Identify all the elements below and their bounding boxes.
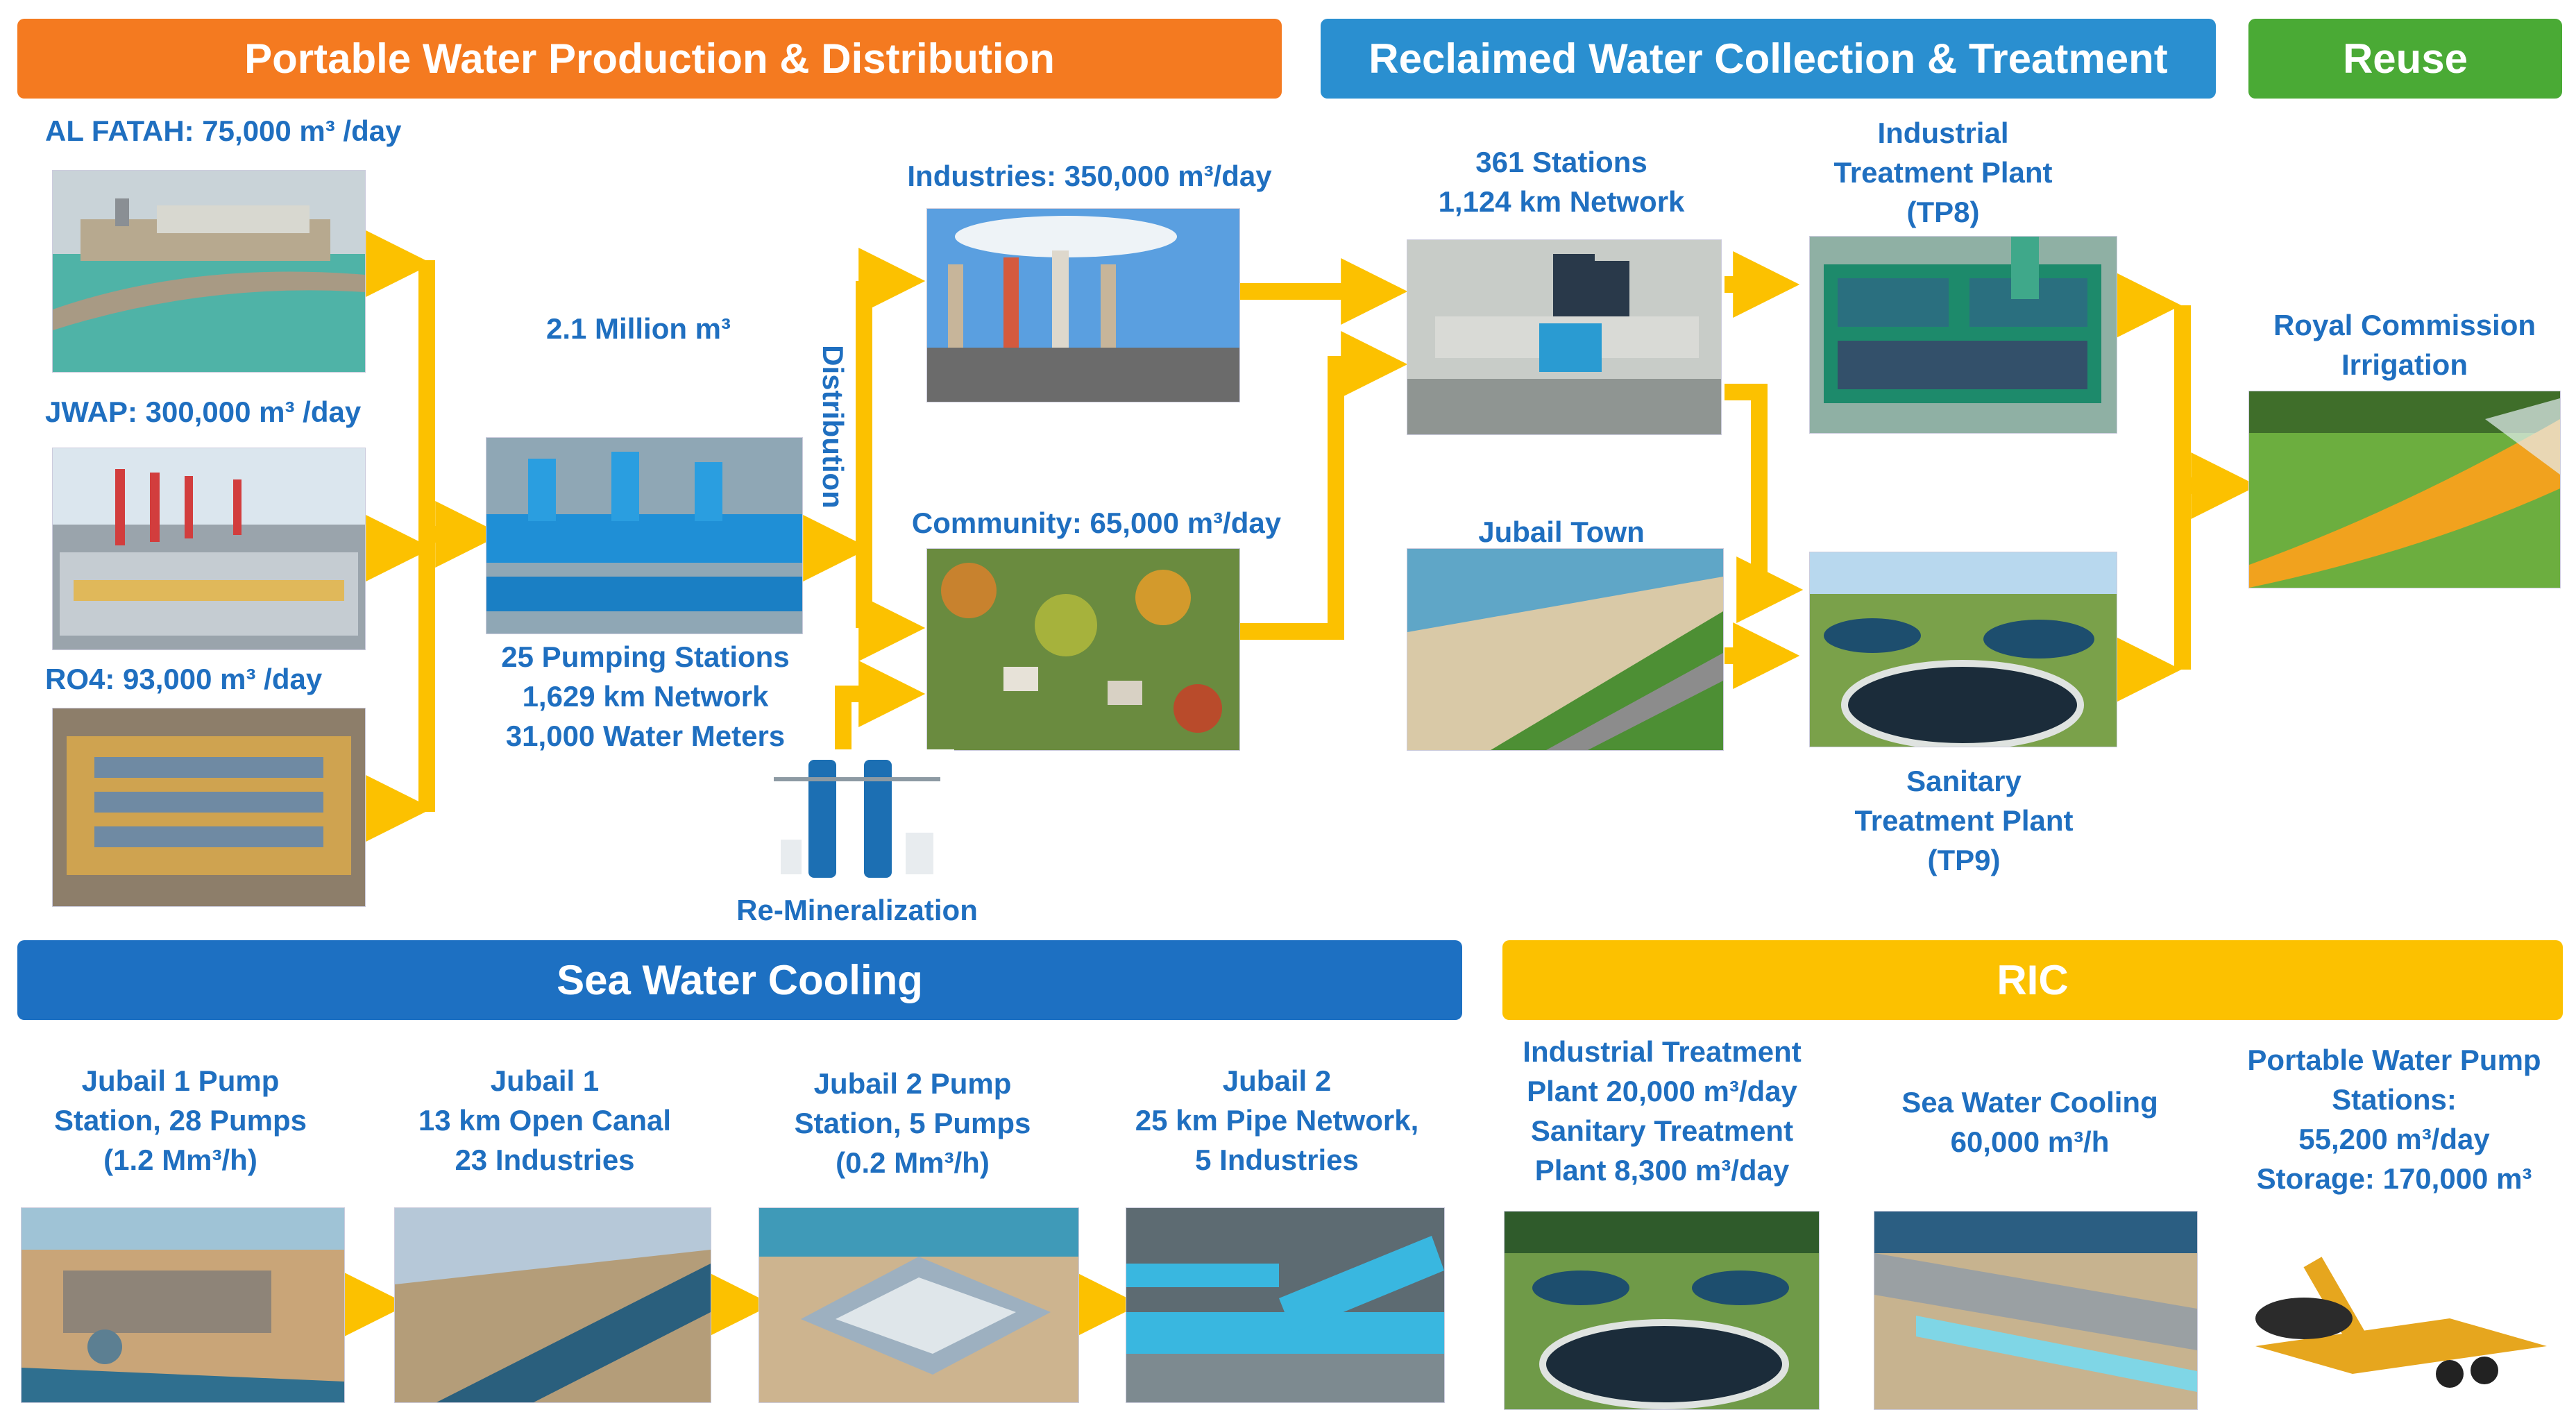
irrigation-photo [2248, 391, 2561, 588]
industries-label: Industries: 350,000 m³/day [907, 160, 1272, 192]
power-plant-photo [52, 448, 366, 650]
pump-station-photo [21, 1207, 345, 1403]
stations-label: 361 Stations 1,124 km Network [1438, 146, 1685, 218]
tp9-label: Sanitary Treatment Plant (TP9) [1854, 765, 2074, 876]
tp8-photo [1809, 236, 2117, 434]
jubail-town-photo [1407, 548, 1724, 751]
seawater-step-1-label: Jubail 1 Pump Station, 28 Pumps (1.2 Mm³… [53, 1064, 307, 1176]
distribution-label: Distribution [817, 345, 849, 509]
desalination-plant-photo [52, 170, 366, 373]
ric-treatment-label: Industrial Treatment Plant 20,000 m³/day… [1523, 1035, 1802, 1187]
canal-photo [394, 1207, 711, 1403]
pipe-network-photo [1126, 1207, 1445, 1403]
ro-plant-photo [52, 708, 366, 907]
banner-reclaimed-water: Reclaimed Water Collection & Treatment [1321, 19, 2216, 99]
pump-station-2-photo [759, 1207, 1079, 1403]
ric-pump-stations-label: Portable Water Pump Stations: 55,200 m³/… [2247, 1044, 2541, 1195]
ric-treatment-photo [1504, 1211, 1820, 1410]
source-ro4-label: RO4: 93,000 m³ /day [45, 663, 323, 695]
mobile-pump-photo [2242, 1214, 2561, 1409]
tp9-photo [1809, 552, 2117, 747]
jubail-town-label: Jubail Town [1478, 516, 1645, 548]
source-al-fatah-label: AL FATAH: 75,000 m³ /day [45, 114, 402, 147]
source-jwap-label: JWAP: 300,000 m³ /day [45, 396, 362, 428]
pumping-station-photo [486, 437, 803, 634]
storage-label: 2.1 Million m³ [545, 312, 731, 345]
irrigation-label: Royal Commission Irrigation [2273, 309, 2536, 381]
community-photo [926, 548, 1240, 751]
pumping-network-label: 25 Pumping Stations 1,629 km Network 31,… [501, 640, 790, 752]
remineralization-label: Re-Mineralization [736, 894, 978, 926]
ric-seawater-photo [1874, 1211, 2198, 1410]
seawater-step-2-label: Jubail 1 13 km Open Canal 23 Industries [418, 1064, 672, 1176]
community-label: Community: 65,000 m³/day [911, 507, 1282, 539]
remineralization-photo [760, 749, 954, 888]
banner-reuse: Reuse [2248, 19, 2562, 99]
banner-sea-water-cooling: Sea Water Cooling [17, 940, 1462, 1020]
banner-potable-water: Portable Water Production & Distribution [17, 19, 1282, 99]
tp8-label: Industrial Treatment Plant (TP8) [1833, 117, 2053, 228]
seawater-step-3-label: Jubail 2 Pump Station, 5 Pumps (0.2 Mm³/… [794, 1067, 1031, 1179]
industry-photo [926, 208, 1240, 402]
ric-seawater-label: Sea Water Cooling 60,000 m³/h [1901, 1086, 2158, 1158]
lift-station-photo [1407, 239, 1722, 435]
seawater-step-4-label: Jubail 2 25 km Pipe Network, 5 Industrie… [1135, 1064, 1419, 1176]
banner-ric: RIC [1502, 940, 2563, 1020]
